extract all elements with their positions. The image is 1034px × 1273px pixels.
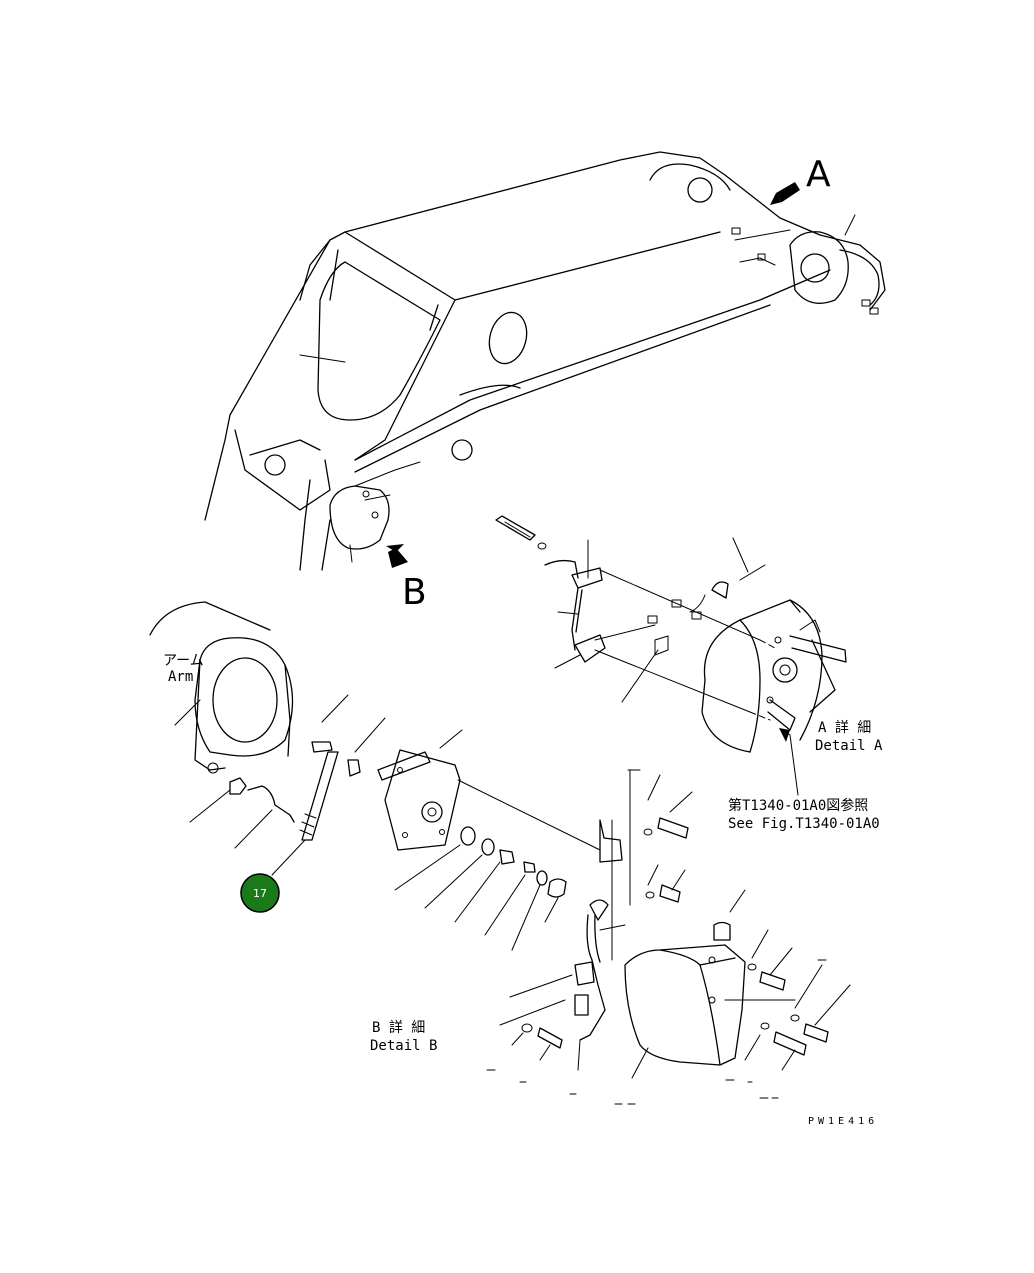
drawing-number: PW1E416 [808, 1116, 878, 1127]
boom-illustration [204, 151, 886, 571]
arm-label-jp: アーム [163, 653, 204, 669]
detail-b-jp: B 詳 細 [372, 1020, 425, 1036]
detail-a-en: Detail A [815, 738, 883, 754]
reference-jp: 第T1340-01A0図参照 [728, 797, 868, 814]
view-arrow-a [770, 182, 800, 205]
callout-number[interactable]: 17 [253, 887, 267, 900]
callout-17[interactable]: 17 [240, 873, 280, 913]
detail-a-jp: A 詳 細 [818, 720, 871, 736]
view-label-a: A [806, 154, 831, 195]
detail-a-illustration [495, 515, 847, 796]
view-arrow-b [386, 544, 408, 568]
detail-b-illustration [149, 601, 851, 1105]
view-label-b: B [402, 572, 427, 613]
arm-label-en: Arm [168, 669, 193, 685]
reference-en: See Fig.T1340-01A0 [728, 816, 880, 832]
detail-b-en: Detail B [370, 1038, 437, 1054]
callout-circle[interactable] [240, 873, 280, 913]
